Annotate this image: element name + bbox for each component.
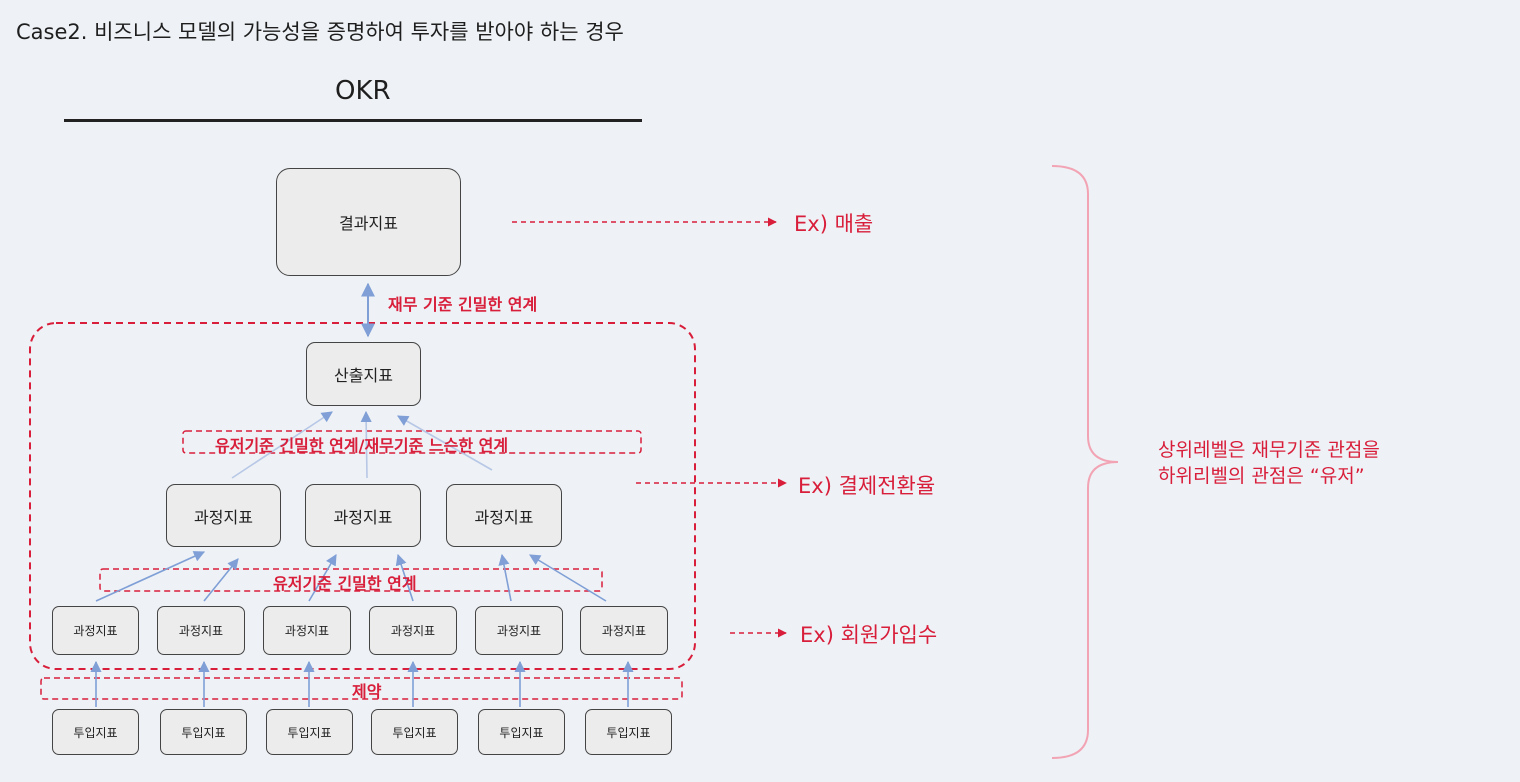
process-metric-top-1: 과정지표 — [166, 484, 281, 547]
link-label-process-process: 유저기준 긴밀한 연계 — [273, 574, 417, 593]
label-box-output-process — [182, 430, 642, 454]
arrow-process2-output — [360, 410, 372, 479]
summary-line-2: 하위리벨의 관점은 “유저” — [1158, 465, 1365, 487]
arrow-pb5-pt3 — [498, 553, 512, 602]
input-metric-2: 투입지표 — [160, 709, 247, 755]
input-metric-4: 투입지표 — [371, 709, 458, 755]
process-metric-bottom-3: 과정지표 — [263, 606, 351, 655]
right-brace — [1051, 165, 1119, 759]
page-title: Case2. 비즈니스 모델의 가능성을 증명하여 투자를 받아야 하는 경우 — [16, 20, 624, 44]
arrow-pb1-pt1 — [95, 551, 206, 602]
link-label-input-process: 제약 — [352, 682, 382, 701]
output-metric-node: 산출지표 — [306, 342, 421, 406]
process-metric-top-2: 과정지표 — [305, 484, 421, 547]
okr-underline — [64, 119, 642, 122]
example-signups: Ex) 회원가입수 — [800, 623, 938, 647]
process-metric-bottom-6: 과정지표 — [580, 606, 668, 655]
arrow-process1-output — [231, 411, 333, 479]
example-revenue: Ex) 매출 — [794, 212, 874, 236]
process-metric-bottom-5: 과정지표 — [475, 606, 563, 655]
arrow-pb6-pt3 — [529, 554, 607, 602]
summary-note: 상위레벨은 재무기준 관점을 하위리벨의 관점은 “유저” — [1158, 437, 1380, 489]
arrow-pb3-pt2 — [308, 554, 337, 602]
okr-heading: OKR — [335, 76, 391, 106]
summary-line-1: 상위레벨은 재무기준 관점을 — [1158, 439, 1380, 461]
example-conversion: Ex) 결제전환율 — [798, 474, 936, 498]
result-metric-node: 결과지표 — [276, 168, 461, 276]
link-label-output-process: 유저기준 긴밀한 연계/재무기준 느슨한 연계 — [215, 436, 509, 455]
input-metric-1: 투입지표 — [52, 709, 139, 755]
link-label-result-output: 재무 기준 긴밀한 연계 — [388, 295, 538, 314]
arrow-process3-output — [397, 415, 493, 471]
input-metric-6: 투입지표 — [585, 709, 672, 755]
process-metric-bottom-4: 과정지표 — [369, 606, 457, 655]
process-metric-bottom-2: 과정지표 — [157, 606, 245, 655]
process-metric-bottom-1: 과정지표 — [52, 606, 139, 655]
arrow-pb4-pt2 — [395, 553, 414, 602]
arrow-pb2-pt1 — [203, 558, 239, 602]
input-metric-5: 투입지표 — [478, 709, 565, 755]
input-metric-3: 투입지표 — [266, 709, 353, 755]
process-metric-top-3: 과정지표 — [446, 484, 562, 547]
